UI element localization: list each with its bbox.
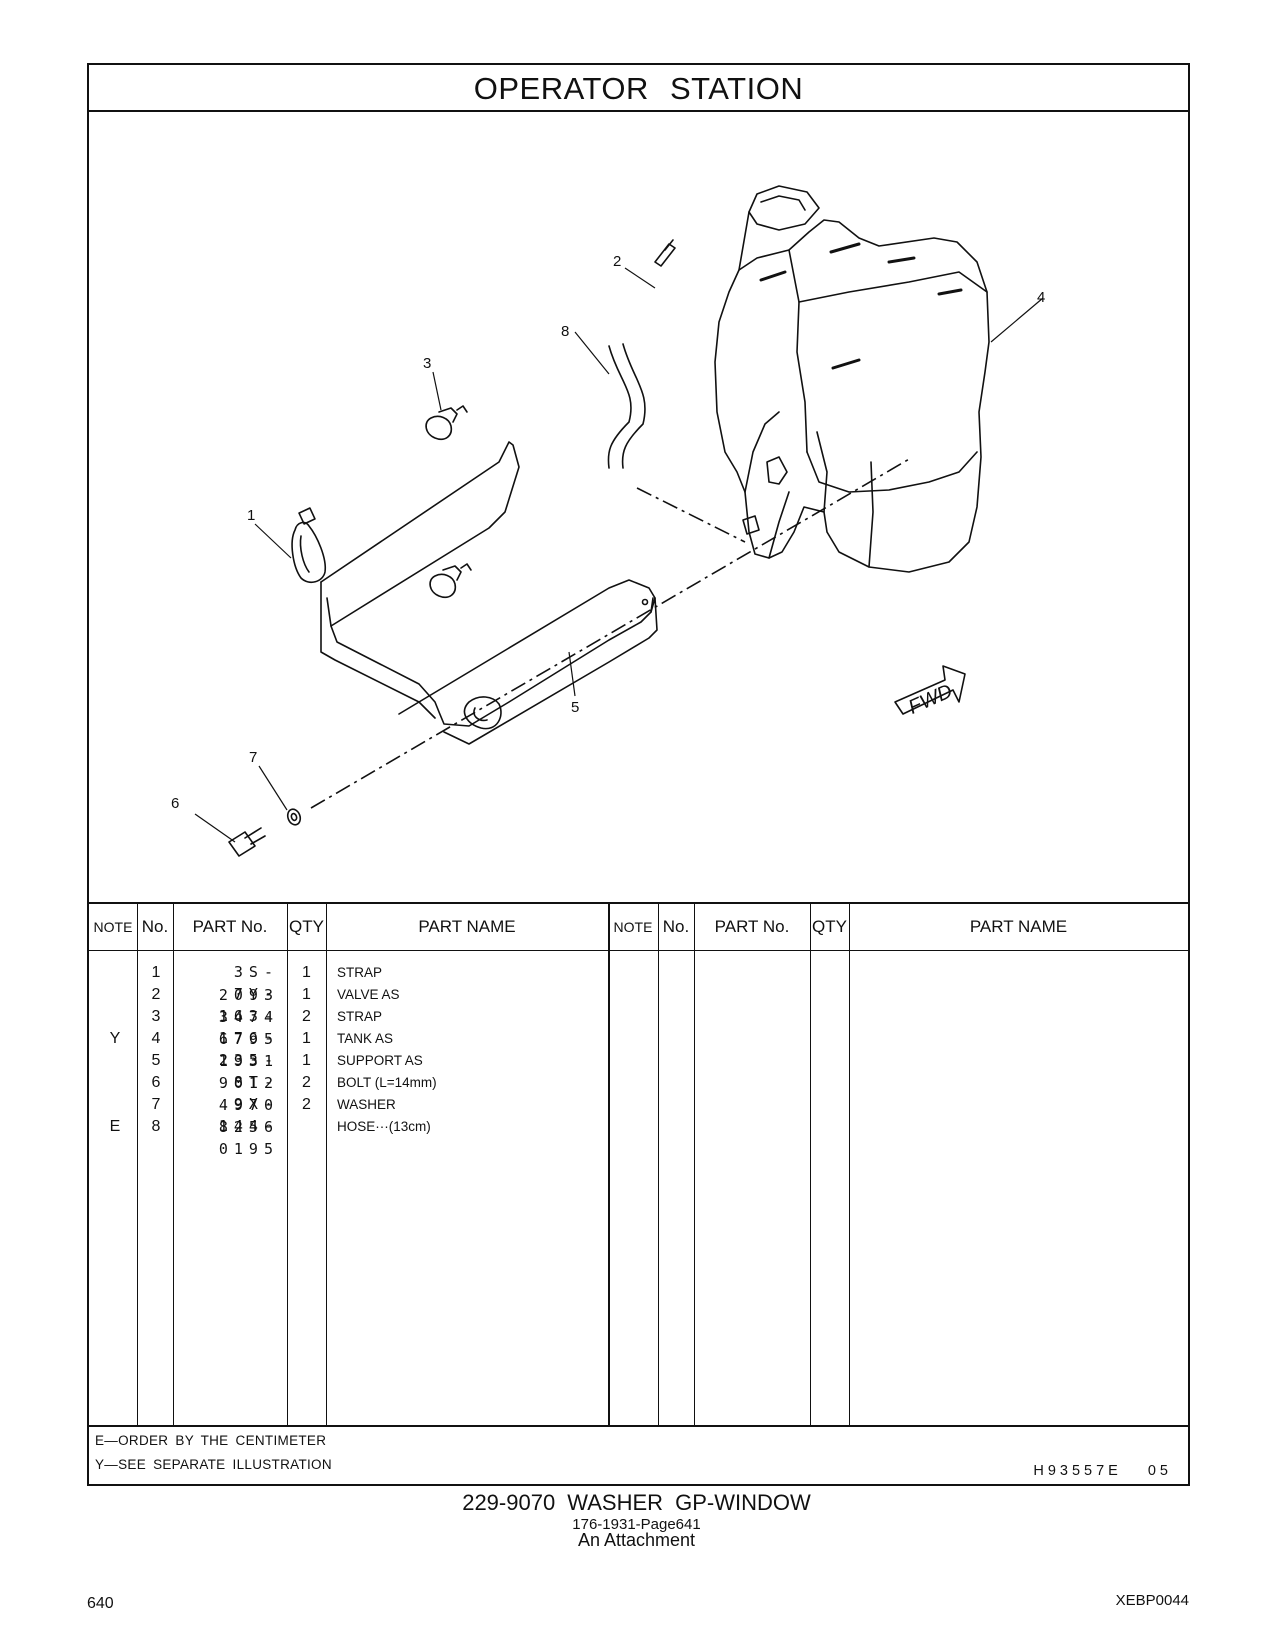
row-2-part-no: 7Y-3474 [218,985,279,1026]
strap-1 [291,521,327,584]
row-5-part-no: 235-9012 [218,1051,279,1092]
row-6-part-no: 8T-4970 [218,1073,279,1114]
callout-3: 3 [423,355,431,372]
header-note-right: NOTE [613,919,653,935]
callout-7: 7 [249,749,257,766]
support-bracket [320,441,656,727]
row-4-part-no: 176-1931 [218,1029,279,1070]
row-1-qty: 1 [302,964,311,981]
row-7-part-no: 9X-8256 [218,1095,279,1136]
callout-8: 8 [561,323,569,340]
header-no-right: No. [662,917,690,936]
header-no-left: No. [141,917,169,936]
row-6-no: 6 [151,1074,161,1091]
fwd-arrow [894,665,966,715]
parts-table: NOTE No. PART No. QTY PART NAME NOTE No.… [89,902,1188,1427]
notes-section: E—ORDER BY THE CENTIMETER Y—SEE SEPARATE… [89,1427,1188,1486]
strap-3 [425,415,453,441]
row-7-note [89,1093,141,1116]
row-8-part-no: 144-0195 [218,1117,279,1158]
row-3-qty: 2 [302,1008,311,1025]
row-6-part-name: BOLT (L=14mm) [337,1075,437,1090]
row-8-qty [289,1115,324,1138]
row-2-note [89,983,141,1006]
row-5-no: 5 [151,1052,161,1069]
row-3-no: 3 [151,1008,161,1025]
row-5-note [89,1049,141,1072]
header-qty-right: QTY [812,917,847,936]
row-2-part-name: VALVE AS [337,987,400,1002]
header-note-left: NOTE [93,919,133,935]
header-partno-right: PART No. [714,917,790,936]
row-2-qty: 1 [302,986,311,1003]
valve [654,243,676,267]
row-7-no: 7 [151,1096,161,1113]
row-3-part-no: 163-6795 [218,1007,279,1048]
header-partname-left: PART NAME [418,917,516,936]
header-partno-left: PART No. [192,917,268,936]
group-title: 229-9070 WASHER GP-WINDOW [462,1490,811,1515]
row-4-no: 4 [151,1030,161,1047]
row-8-no: 8 [151,1118,161,1135]
note-e: E—ORDER BY THE CENTIMETER [95,1433,327,1448]
row-1-note [89,961,141,984]
row-8-note: E [109,1118,121,1135]
attachment-line: An Attachment [577,1530,696,1550]
header-partname-right: PART NAME [969,917,1068,936]
row-1-no: 1 [151,964,161,981]
drawing-code: H93557E 05 [1033,1463,1172,1479]
row-4-part-name: TANK AS [337,1031,394,1046]
page-title: OPERATOR STATION [89,65,1188,112]
bolt [228,831,256,857]
parts-page-frame: OPERATOR STATION [87,63,1190,1486]
row-6-note [89,1071,141,1094]
row-3-part-name: STRAP [337,1009,383,1024]
washer [286,808,302,826]
row-2-no: 2 [151,986,161,1003]
row-4-qty: 1 [302,1030,311,1047]
row-4-note: Y [109,1030,121,1047]
callout-4: 4 [1037,289,1045,306]
row-5-qty: 1 [302,1052,311,1069]
row-6-qty: 2 [302,1074,311,1091]
row-1-part-name: STRAP [337,965,383,980]
row-8-part-name: HOSE···(13cm) [337,1119,431,1134]
row-5-part-name: SUPPORT AS [337,1053,423,1068]
callout-6: 6 [171,795,179,812]
note-y: Y—SEE SEPARATE ILLUSTRATION [95,1457,332,1472]
page-number: 640 [87,1595,114,1612]
callout-5: 5 [571,699,579,716]
row-1-part-no: 3S-2093 [218,963,279,1004]
document-code: XEBP0044 [1115,1592,1189,1609]
hose [607,345,632,469]
row-3-note [89,1005,141,1028]
header-qty-left: QTY [289,917,324,936]
row-7-part-name: WASHER [337,1097,396,1112]
callout-2: 2 [613,253,621,270]
reference-line: 176-1931-Page641 [572,1516,701,1533]
washer-tank [714,219,990,573]
callout-1: 1 [247,507,255,524]
row-7-qty: 2 [302,1096,311,1113]
exploded-view-illustration: 1 2 3 4 5 6 7 8 FWD [89,112,1188,902]
exploded-view-drawing: 1 2 3 4 5 6 7 8 FWD [171,185,1045,857]
